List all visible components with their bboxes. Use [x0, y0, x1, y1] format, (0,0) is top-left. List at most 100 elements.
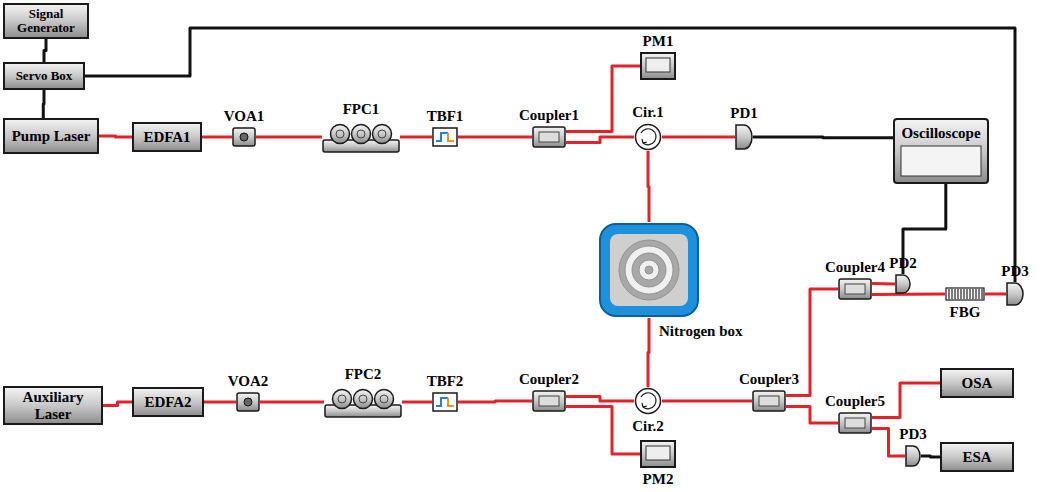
component-label: TBF2 — [427, 373, 464, 390]
optical-fiber — [648, 151, 649, 222]
optical-fiber — [872, 282, 895, 286]
attenuator-symbol-shape — [232, 127, 256, 147]
optical-fiber — [202, 136, 232, 139]
optical-fiber — [872, 293, 945, 297]
fiber-coupler: Coupler3 — [752, 390, 786, 412]
instrument-box: Servo Box — [3, 62, 85, 90]
component-label: PD1 — [730, 105, 758, 122]
component-label: Cir.2 — [632, 418, 664, 435]
tunable-filter: TBF2 — [432, 392, 458, 412]
component-label: VOA2 — [228, 373, 269, 390]
circulator-symbol: Cir.2 — [634, 387, 662, 415]
circulator-symbol-shape — [634, 387, 662, 415]
component-label: Cir.1 — [632, 104, 664, 121]
fiber-coupler-shape — [532, 390, 566, 412]
power-meter: PM2 — [640, 440, 676, 468]
fiber-coupler-shape — [752, 390, 786, 412]
box-label: Auxiliary Laser — [9, 389, 97, 422]
electrical-cable — [44, 39, 46, 62]
instrument-box: Auxiliary Laser — [3, 386, 103, 425]
optical-fiber — [786, 407, 838, 424]
fiber-coupler-shape — [838, 412, 872, 434]
attenuator-symbol: VOA2 — [236, 392, 260, 412]
fiber-coupler: Coupler1 — [532, 126, 566, 148]
component-label: Coupler2 — [519, 371, 579, 388]
photodetector: PD3 — [1006, 282, 1024, 306]
component-label: FPC2 — [345, 366, 382, 383]
optical-fiber — [662, 400, 752, 403]
tunable-filter-shape — [432, 392, 458, 412]
attenuator-symbol: VOA1 — [232, 127, 256, 147]
component-label: PD3 — [899, 426, 927, 443]
component-label: Coupler5 — [825, 393, 885, 410]
box-label: Servo Box — [16, 69, 73, 83]
nitrogen-box: Nitrogen box — [598, 222, 700, 318]
component-label: PM2 — [643, 471, 674, 488]
fiber-coupler-shape — [838, 278, 872, 300]
photodetector-shape — [1006, 282, 1024, 306]
optical-fiber — [458, 401, 532, 402]
polarization-controller: FPC1 — [322, 120, 400, 154]
photodetector: PD2 — [895, 274, 911, 294]
optical-fiber — [400, 136, 432, 139]
box-label: EDFA2 — [144, 394, 191, 411]
component-label: Coupler1 — [519, 107, 579, 124]
instrument-box: EDFA1 — [132, 122, 202, 152]
electrical-cable — [85, 28, 1015, 282]
polarization-controller-shape — [324, 385, 402, 419]
optical-fiber — [99, 136, 132, 137]
electrical-cable — [921, 456, 940, 457]
photodetector-shape — [735, 124, 753, 150]
fiber-coupler: Coupler4 — [838, 278, 872, 300]
component-label: Coupler3 — [739, 371, 799, 388]
power-meter: PM1 — [640, 52, 676, 80]
optical-fiber — [566, 397, 634, 401]
photodetector-shape — [905, 445, 921, 467]
optical-fiber — [260, 401, 324, 404]
optical-fiber — [566, 137, 634, 143]
component-label: Coupler4 — [825, 259, 885, 276]
optical-fiber — [256, 136, 322, 139]
box-label: Signal Generator — [9, 7, 83, 36]
optical-fiber — [458, 136, 532, 139]
box-label: Oscilloscope — [901, 125, 980, 142]
photodetector: PD1 — [735, 124, 753, 150]
polarization-controller: FPC2 — [324, 385, 402, 419]
power-meter-shape — [640, 52, 676, 80]
oscilloscope: Oscilloscope — [893, 118, 989, 184]
fiber-coupler: Coupler5 — [838, 412, 872, 434]
optical-fiber — [985, 293, 1006, 296]
polarization-controller-shape — [322, 120, 400, 154]
optical-fiber — [566, 407, 640, 455]
power-meter-shape — [640, 440, 676, 468]
optical-fiber — [402, 401, 432, 404]
photodetector-shape — [895, 274, 911, 294]
instrument-box: ESA — [940, 442, 1014, 472]
tunable-filter: TBF1 — [432, 127, 458, 147]
photodetector: PD3 — [905, 445, 921, 467]
component-label: FPC1 — [343, 101, 380, 118]
fiber-coupler: Coupler2 — [532, 390, 566, 412]
fiber-coupler-shape — [532, 126, 566, 148]
component-label: Nitrogen box — [659, 323, 742, 340]
optical-fiber — [648, 318, 649, 387]
nitrogen-box-shape — [598, 222, 700, 318]
optical-fiber — [103, 402, 132, 406]
component-label: VOA1 — [224, 108, 265, 125]
circulator-symbol-shape — [634, 123, 662, 151]
fiber-bragg-grating: FBG — [945, 287, 985, 301]
box-label: Pump Laser — [12, 128, 91, 145]
fiber-bragg-grating-shape — [945, 287, 985, 301]
instrument-box: Pump Laser — [3, 118, 99, 154]
attenuator-symbol-shape — [236, 392, 260, 412]
component-label: PD2 — [889, 255, 917, 272]
tunable-filter-shape — [432, 127, 458, 147]
electrical-cable — [753, 136, 893, 140]
instrument-box: Signal Generator — [3, 3, 89, 39]
component-label: PD3 — [1001, 263, 1029, 280]
box-label: EDFA1 — [143, 129, 190, 146]
component-label: FBG — [950, 304, 981, 321]
optical-fiber — [662, 136, 735, 139]
component-label: TBF1 — [427, 108, 464, 125]
